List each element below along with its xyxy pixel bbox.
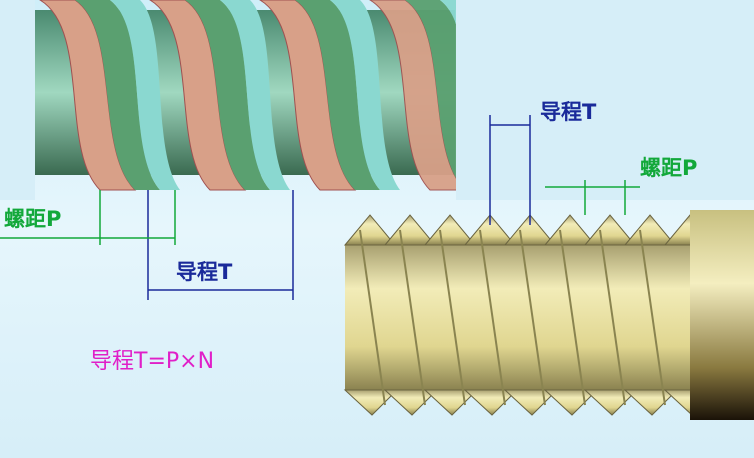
- pitch-label-left: 螺距P: [4, 207, 62, 231]
- pitch-label-right: 螺距P: [640, 156, 698, 180]
- multi-start-screw: [0, 0, 754, 200]
- single-start-screw: [343, 210, 754, 420]
- dimension-lines: [0, 115, 640, 300]
- lead-label-right: 导程T: [540, 100, 597, 124]
- screw-head: [690, 210, 754, 420]
- lead-formula: 导程T=P×N: [90, 349, 215, 374]
- lead-label-left: 导程T: [176, 260, 233, 284]
